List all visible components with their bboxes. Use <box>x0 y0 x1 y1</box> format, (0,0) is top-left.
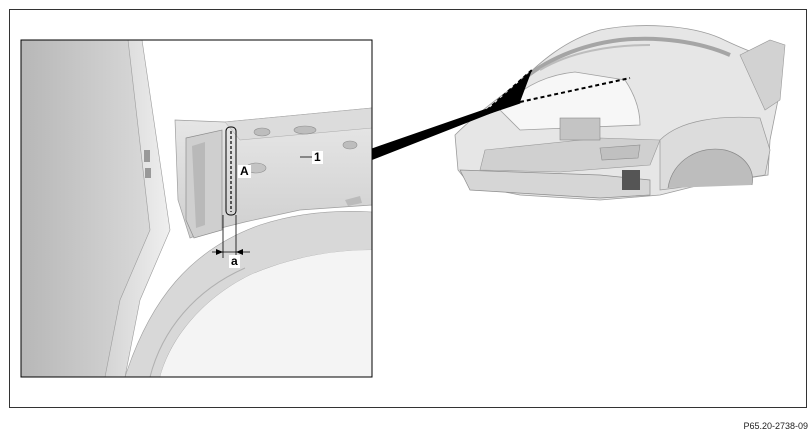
callout-view-A: A <box>238 164 251 178</box>
detail-view-border <box>20 39 373 378</box>
detail-view <box>21 40 372 377</box>
car-body-shell <box>454 25 786 201</box>
leader-line-lower <box>371 100 521 154</box>
figure-id: P65.20-2738-09 <box>743 421 808 431</box>
diagram-frame <box>9 9 807 408</box>
leader-line-upper <box>371 108 488 152</box>
callout-dimension-a: a <box>229 254 240 268</box>
callout-part-1: 1 <box>312 150 323 164</box>
